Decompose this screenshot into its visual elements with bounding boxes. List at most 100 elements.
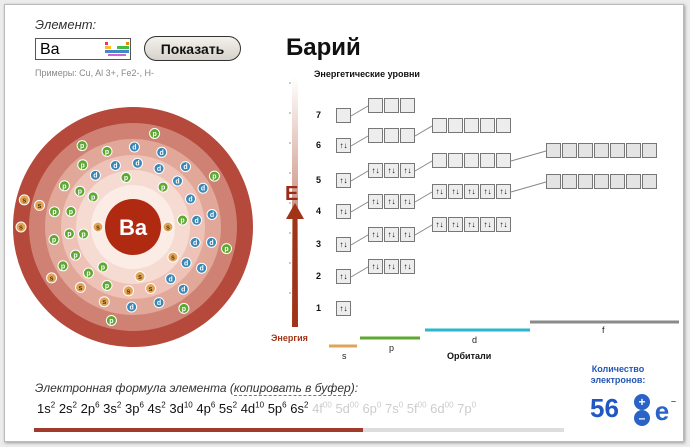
app-window: Элемент: Ba Показать Примеры: Cu, Al 3+,… xyxy=(4,4,684,442)
formula-label-text: Электронная формула элемента ( xyxy=(35,381,234,395)
electron-label-s: s xyxy=(166,225,170,232)
electron-p xyxy=(76,140,88,152)
orbital-box-5p-3: ↑↓ xyxy=(400,163,415,178)
orbital-box-3d-2: ↑↓ xyxy=(448,217,463,232)
orbital-box-4f-2 xyxy=(562,174,577,189)
electron-p xyxy=(177,214,188,226)
electron-label-p: p xyxy=(67,231,71,238)
electron-label-d: d xyxy=(184,260,188,267)
electron-p xyxy=(77,159,89,171)
filling-progress-bar xyxy=(34,428,564,432)
formula-term: 6s2 xyxy=(290,401,309,417)
electron-d xyxy=(126,301,138,313)
s-label: s xyxy=(342,351,347,361)
electron-label-d: d xyxy=(188,196,192,203)
formula-term-empty: 4f00 xyxy=(312,401,332,417)
electron-formula[interactable]: 1s2 2s2 2p6 3s2 3p6 4s2 3d10 4p6 5s2 4d1… xyxy=(37,401,476,416)
electron-d xyxy=(172,175,183,187)
electron-p xyxy=(48,234,60,245)
electron-label-d: d xyxy=(201,186,205,193)
orbital-box-5d-5 xyxy=(496,153,511,168)
svg-text:e: e xyxy=(655,396,669,426)
copy-formula-link[interactable]: копировать в буфер xyxy=(233,381,351,396)
orbital-box-4d-4: ↑↓ xyxy=(480,184,495,199)
level-number-5: 5 xyxy=(316,175,322,185)
electron-label-p: p xyxy=(212,174,216,181)
electron-p xyxy=(178,302,190,314)
electron-d xyxy=(132,157,143,169)
electron-p xyxy=(120,172,132,183)
electron-label-d: d xyxy=(132,145,136,152)
electron-label-d: d xyxy=(93,173,97,180)
electron-p xyxy=(78,228,89,240)
orbital-box-4p-1: ↑↓ xyxy=(368,194,383,209)
electron-p xyxy=(49,206,60,218)
formula-term: 1s2 xyxy=(37,401,56,417)
svg-text:+: + xyxy=(638,395,645,409)
orbital-box-3p-2: ↑↓ xyxy=(384,227,399,242)
electron-d xyxy=(89,169,101,181)
electron-d xyxy=(177,283,189,295)
electron-label-d: d xyxy=(168,276,172,283)
electron-d xyxy=(153,297,165,309)
electron-label-p: p xyxy=(124,175,128,182)
electron-label-p: p xyxy=(52,237,56,244)
nucleus-symbol: Ba xyxy=(119,215,148,240)
electron-label-d: d xyxy=(135,161,139,168)
orbital-box-6d-4 xyxy=(480,118,495,133)
electron-label-s: s xyxy=(138,274,142,281)
orbital-box-7p-3 xyxy=(400,98,415,113)
electron-p xyxy=(101,280,113,291)
orbital-box-5f-3 xyxy=(578,143,593,158)
p-label: p xyxy=(389,343,395,353)
electron-d xyxy=(156,146,168,158)
orbital-box-3d-1: ↑↓ xyxy=(432,217,447,232)
electron-s xyxy=(145,283,157,294)
level-number-1: 1 xyxy=(316,303,322,313)
orbital-box-6d-1 xyxy=(432,118,447,133)
electron-s xyxy=(167,251,179,263)
orbital-box-6p-3 xyxy=(400,128,415,143)
orbital-box-3p-3: ↑↓ xyxy=(400,227,415,242)
electron-d xyxy=(197,182,209,194)
electron-d xyxy=(153,163,165,174)
electron-label-p: p xyxy=(62,183,66,190)
nucleus xyxy=(105,199,161,255)
electron-d xyxy=(128,141,140,153)
electron-label-p: p xyxy=(61,263,65,270)
electron-d xyxy=(180,161,191,173)
element-label: Элемент: xyxy=(35,17,97,32)
orbital-box-3s-1: ↑↓ xyxy=(336,237,351,252)
electron-label-s: s xyxy=(38,203,42,210)
orbital-box-4d-2: ↑↓ xyxy=(448,184,463,199)
electron-label-p: p xyxy=(101,264,105,271)
electron-label-p: p xyxy=(80,143,84,150)
electron-d xyxy=(185,193,196,205)
electron-d xyxy=(206,209,218,220)
electron-label-p: p xyxy=(86,271,90,278)
formula-term: 3s2 xyxy=(103,401,122,417)
electron-count: 56 xyxy=(590,393,619,423)
electron-p xyxy=(208,170,220,182)
orbital-box-3d-5: ↑↓ xyxy=(496,217,511,232)
orbital-box-5f-7 xyxy=(642,143,657,158)
periodic-table-icon[interactable] xyxy=(104,41,130,57)
electron-d xyxy=(189,237,201,248)
electron-label-d: d xyxy=(194,218,198,225)
orbital-box-6p-2 xyxy=(384,128,399,143)
orbital-box-5f-2 xyxy=(562,143,577,158)
electron-label-p: p xyxy=(81,162,85,169)
electron-d xyxy=(206,236,217,248)
orbital-box-5d-3 xyxy=(464,153,479,168)
orbital-box-4d-5: ↑↓ xyxy=(496,184,511,199)
examples-hint: Примеры: Cu, Al 3+, Fe2-, H- xyxy=(35,68,154,78)
electron-p xyxy=(97,261,109,273)
electron-label-p: p xyxy=(105,149,109,156)
orbital-box-2s-1: ↑↓ xyxy=(336,269,351,284)
electron-label-s: s xyxy=(19,225,23,232)
show-button[interactable]: Показать xyxy=(144,36,241,61)
level-number-3: 3 xyxy=(316,239,322,249)
electron-label-d: d xyxy=(113,163,117,170)
orbital-box-4d-3: ↑↓ xyxy=(464,184,479,199)
electron-p xyxy=(157,181,169,193)
